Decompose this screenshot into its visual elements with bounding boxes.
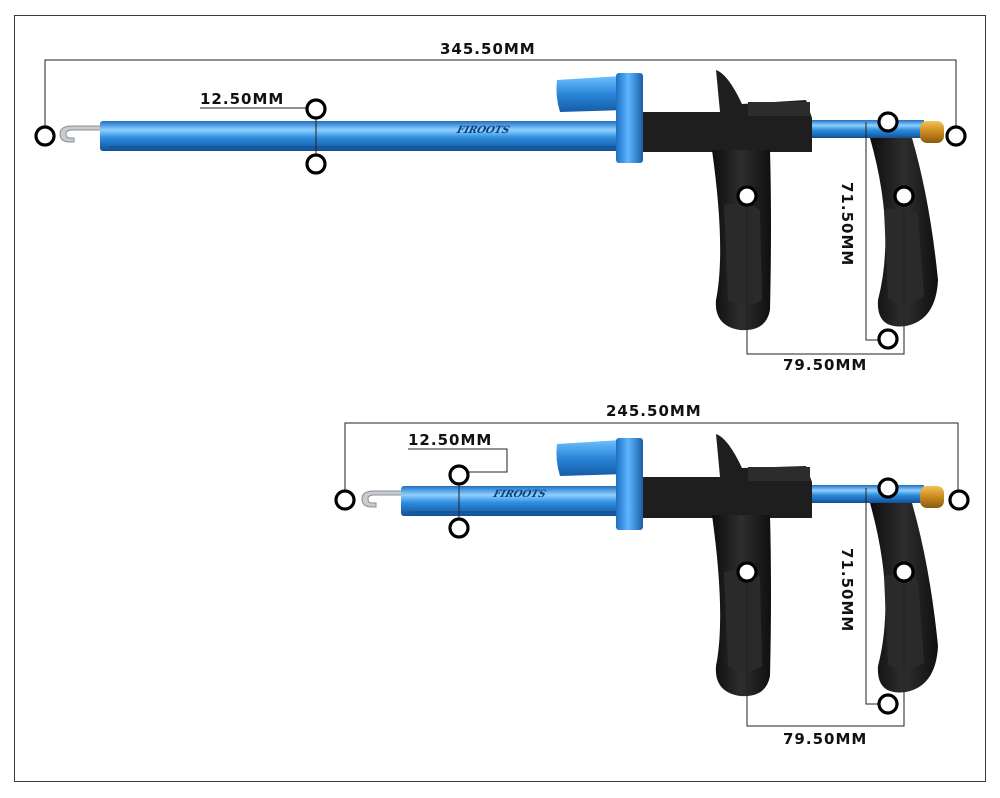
marker-height-bottom bbox=[877, 328, 899, 350]
handle-body bbox=[643, 70, 812, 152]
rod bbox=[401, 486, 625, 516]
image-frame bbox=[14, 15, 986, 782]
marker-total-end bbox=[948, 489, 970, 511]
handle-height-label: 71.50MM bbox=[838, 182, 856, 266]
cap-knob bbox=[556, 440, 626, 476]
marker-hook-top bbox=[305, 98, 327, 120]
marker-hook-bottom bbox=[305, 153, 327, 175]
handle-height-label: 71.50MM bbox=[838, 548, 856, 632]
hook-tip bbox=[361, 490, 406, 508]
rod-rear bbox=[812, 485, 924, 503]
brass-end-cap bbox=[920, 486, 944, 508]
marker-grip-rear bbox=[893, 185, 915, 207]
marker-height-bottom bbox=[877, 693, 899, 715]
handle-body bbox=[643, 434, 812, 518]
marker-hook-top bbox=[448, 464, 470, 486]
marker-hook-bottom bbox=[448, 517, 470, 539]
brass-end-cap bbox=[920, 121, 944, 143]
collar bbox=[616, 73, 643, 163]
rod-rear bbox=[812, 120, 924, 138]
marker-total-start bbox=[334, 489, 356, 511]
hook-width-label: 12.50MM bbox=[200, 90, 284, 108]
brand-logo: FIROOTS bbox=[491, 488, 547, 500]
hook-tip bbox=[59, 125, 105, 143]
total-length-label: 245.50MM bbox=[606, 402, 702, 420]
collar bbox=[616, 438, 643, 530]
marker-height-top bbox=[877, 477, 899, 499]
marker-height-top bbox=[877, 111, 899, 133]
marker-total-end bbox=[945, 125, 967, 147]
brand-logo: FIROOTS bbox=[455, 124, 511, 136]
handle-spacing-label: 79.50MM bbox=[783, 356, 867, 374]
dimensions-short: 245.50MM 12.50MM 79.50MM 71.50MM bbox=[334, 402, 970, 748]
marker-grip-main bbox=[736, 185, 758, 207]
rod bbox=[100, 121, 625, 151]
total-length-label: 345.50MM bbox=[440, 40, 536, 58]
cap-knob bbox=[556, 76, 626, 112]
marker-grip-main bbox=[736, 561, 758, 583]
dimensions-long: 345.50MM 12.50MM 79.50MM 71.50MM bbox=[34, 40, 967, 374]
marker-total-start bbox=[34, 125, 56, 147]
handle-spacing-label: 79.50MM bbox=[783, 730, 867, 748]
marker-grip-rear bbox=[893, 561, 915, 583]
tool-long: FIROOTS bbox=[59, 70, 944, 331]
hook-width-label: 12.50MM bbox=[408, 431, 492, 449]
